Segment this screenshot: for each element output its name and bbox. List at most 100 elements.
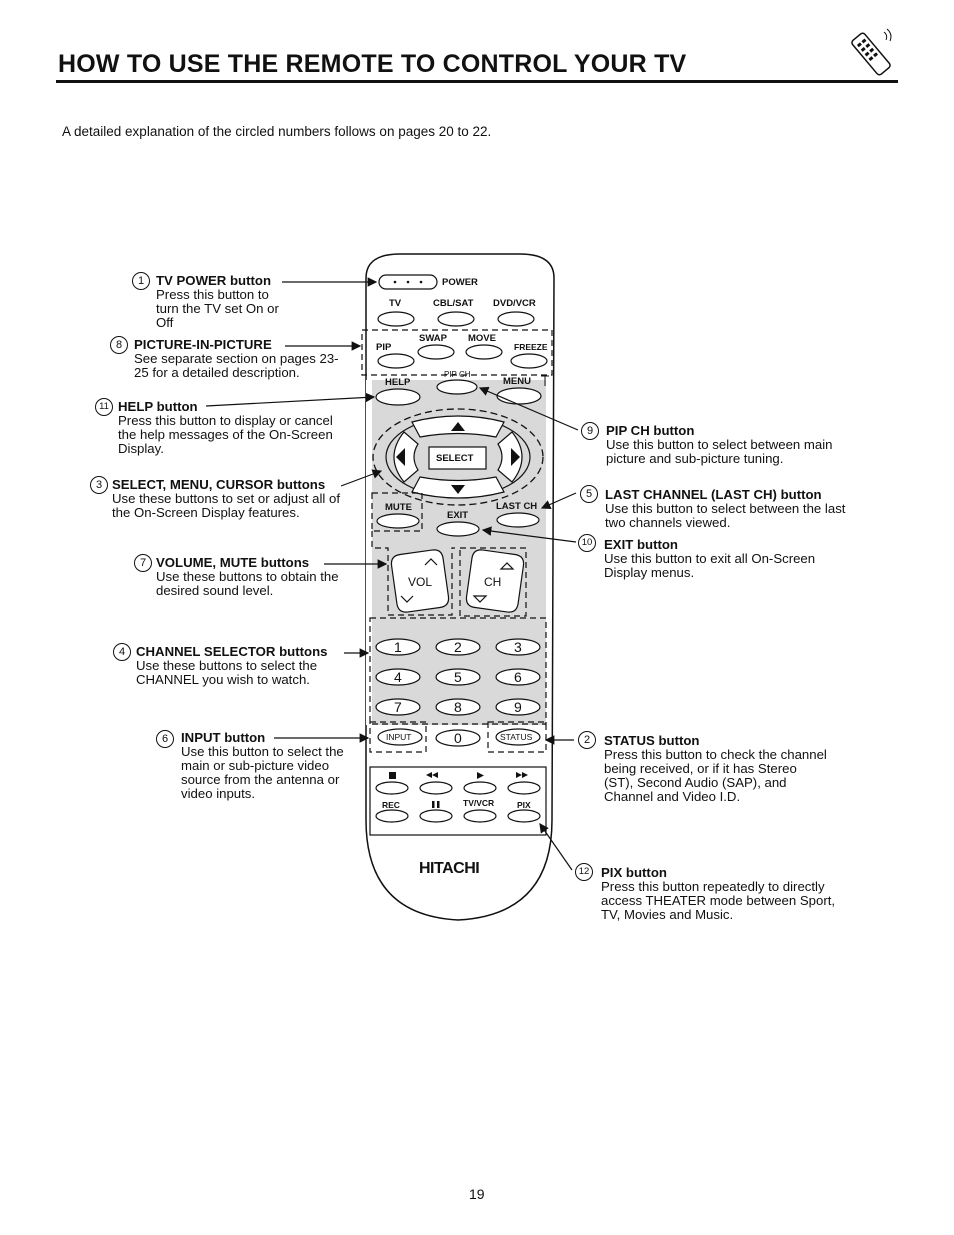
status-button[interactable] — [495, 728, 541, 746]
fast-forward-button[interactable] — [507, 781, 541, 795]
digit-8-label: 8 — [454, 699, 462, 715]
tv-button[interactable] — [377, 311, 415, 327]
exit-button[interactable] — [436, 521, 480, 537]
callout-number-11: 11 — [95, 398, 113, 416]
freeze-label: FREEZE — [514, 342, 548, 352]
callout-pip: PICTURE-IN-PICTURE See separate section … — [134, 338, 339, 380]
callout-pip-heading: PICTURE-IN-PICTURE — [134, 337, 272, 352]
digit-0-button[interactable] — [435, 729, 481, 747]
swap-button[interactable] — [417, 344, 455, 360]
exit-label: EXIT — [447, 510, 468, 521]
ch-label: CH — [484, 575, 501, 589]
callout-input: INPUT button Use this button to select t… — [181, 731, 363, 801]
swap-label: SWAP — [419, 333, 448, 344]
last-ch-button[interactable] — [496, 512, 540, 528]
numpad-group — [369, 617, 547, 725]
tv-vcr-label: TV/VCR — [463, 798, 494, 808]
callout-number-9: 9 — [581, 422, 599, 440]
play-button[interactable] — [463, 781, 497, 795]
remote-control-icon — [846, 26, 896, 83]
input-label: INPUT — [386, 732, 412, 742]
last-ch-label: LAST CH — [496, 501, 537, 512]
callout-volume-heading: VOLUME, MUTE buttons — [156, 555, 310, 570]
digit-9-label: 9 — [514, 699, 522, 715]
cursor-group — [372, 408, 544, 506]
digit-8-button[interactable] — [435, 698, 481, 716]
callout-number-12: 12 — [575, 863, 593, 881]
mute-label: MUTE — [385, 502, 412, 513]
pause-button[interactable] — [419, 809, 453, 823]
menu-label: MENU — [503, 376, 531, 387]
digit-7-label: 7 — [394, 699, 402, 715]
digit-1-button[interactable] — [375, 638, 421, 656]
callout-pip-ch-heading: PIP CH button — [606, 423, 695, 438]
pip-label: PIP — [376, 342, 392, 353]
mute-button[interactable] — [376, 513, 420, 529]
callout-pip-desc: See separate section on pages 23-25 for … — [134, 351, 339, 380]
digit-0-label: 0 — [454, 730, 462, 746]
callout-pix-desc: Press this button repeatedly to directly… — [601, 879, 836, 922]
menu-button[interactable] — [496, 387, 542, 405]
select-button[interactable] — [428, 446, 487, 470]
callout-number-8: 8 — [110, 336, 128, 354]
digit-5-label: 5 — [454, 669, 462, 685]
digit-9-button[interactable] — [495, 698, 541, 716]
callout-status-desc: Press this button to check the channel b… — [604, 747, 827, 804]
cbl-sat-button[interactable] — [437, 311, 475, 327]
vcr-controls-group — [369, 766, 547, 836]
callout-tv-power-heading: TV POWER button — [156, 273, 272, 288]
callout-number-6: 6 — [156, 730, 174, 748]
play-icon — [477, 772, 484, 779]
callout-exit-heading: EXIT button — [604, 537, 678, 552]
callout-input-heading: INPUT button — [181, 730, 266, 745]
cursor-right-button[interactable] — [497, 431, 523, 483]
move-button[interactable] — [465, 344, 503, 360]
vol-label: VOL — [408, 575, 432, 589]
rec-button[interactable] — [375, 809, 409, 823]
input-button[interactable] — [377, 728, 423, 746]
callout-status-heading: STATUS button — [604, 733, 700, 748]
digit-1-label: 1 — [394, 639, 402, 655]
digit-4-button[interactable] — [375, 668, 421, 686]
pip-ch-label: PIP CH — [444, 370, 471, 379]
digit-2-label: 2 — [454, 639, 462, 655]
callout-volume: VOLUME, MUTE buttons Use these buttons t… — [156, 556, 361, 598]
digit-5-button[interactable] — [435, 668, 481, 686]
help-button[interactable] — [375, 388, 421, 406]
callout-channel-desc: Use these buttons to select the CHANNEL … — [136, 658, 318, 687]
pix-button[interactable] — [507, 809, 541, 823]
callout-number-1: 1 — [132, 272, 150, 290]
pip-button[interactable] — [377, 353, 415, 369]
freeze-button[interactable] — [510, 353, 548, 369]
digit-3-button[interactable] — [495, 638, 541, 656]
digit-7-button[interactable] — [375, 698, 421, 716]
power-label: POWER — [442, 277, 478, 288]
callout-input-desc: Use this button to select the main or su… — [181, 744, 344, 801]
callout-status: STATUS button Press this button to check… — [604, 734, 829, 804]
page-title: HOW TO USE THE REMOTE TO CONTROL YOUR TV — [58, 50, 687, 78]
callout-tv-power: TV POWER button Press this button to tur… — [156, 274, 286, 330]
cursor-left-button[interactable] — [393, 431, 419, 483]
callout-number-5: 5 — [580, 485, 598, 503]
rewind-button[interactable] — [419, 781, 453, 795]
callout-help-heading: HELP button — [118, 399, 198, 414]
callout-help-desc: Press this button to display or cancel t… — [118, 413, 333, 456]
tv-vcr-button[interactable] — [463, 809, 497, 823]
dvd-vcr-button[interactable] — [497, 311, 535, 327]
select-label: SELECT — [436, 453, 474, 464]
tv-label: TV — [389, 298, 402, 309]
pip-ch-button[interactable] — [436, 379, 478, 395]
volume-rocker[interactable] — [390, 549, 450, 614]
intro-text: A detailed explanation of the circled nu… — [62, 124, 492, 139]
stop-button[interactable] — [375, 781, 409, 795]
callout-pip-ch: PIP CH button Use this button to select … — [606, 424, 846, 466]
callout-number-10: 10 — [578, 534, 596, 552]
pause-icon — [432, 801, 435, 808]
digit-6-button[interactable] — [495, 668, 541, 686]
callout-last-ch: LAST CHANNEL (LAST CH) button Use this b… — [605, 488, 867, 530]
callout-number-3: 3 — [90, 476, 108, 494]
callout-exit-desc: Use this button to exit all On-Screen Di… — [604, 551, 816, 580]
digit-2-button[interactable] — [435, 638, 481, 656]
